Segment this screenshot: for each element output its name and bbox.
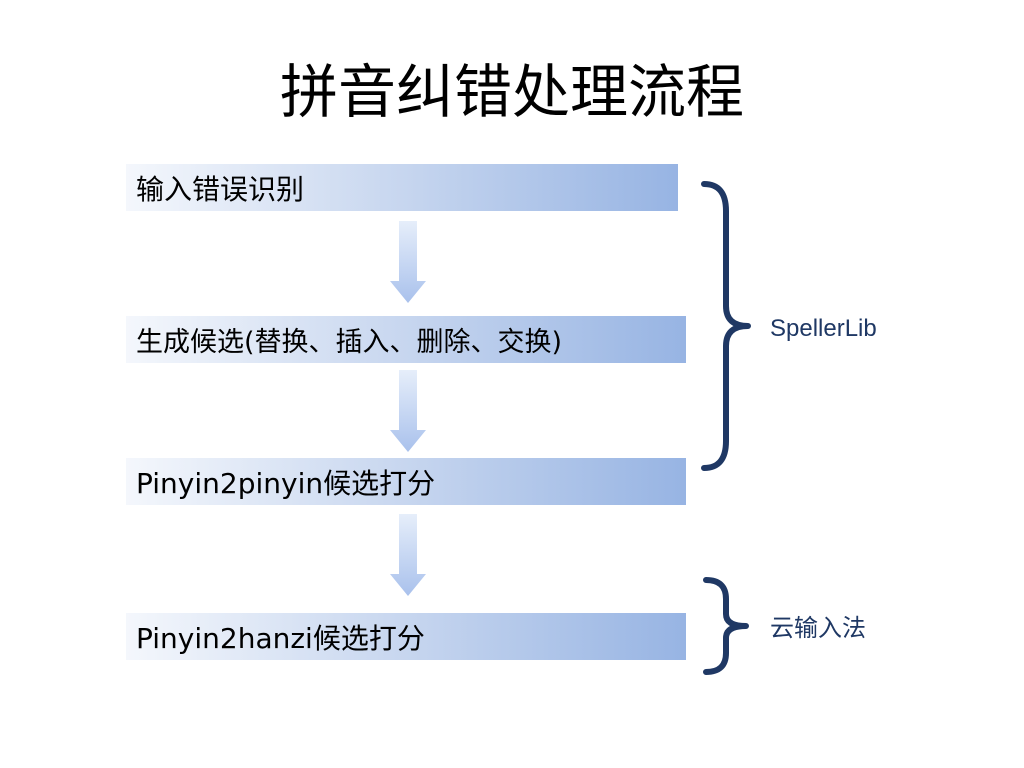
down-arrow-icon [390,221,426,303]
group-label-cloud-ime: 云输入法 [770,615,866,642]
step-pinyin2hanzi-scoring: Pinyin2hanzi候选打分 [126,613,686,660]
group-label-spellerlib: SpellerLib [770,315,877,342]
down-arrow-icon [390,370,426,452]
right-brace-icon [696,574,760,682]
step-pinyin2pinyin-scoring: Pinyin2pinyin候选打分 [126,458,686,505]
right-brace-icon [696,176,760,480]
down-arrow-icon [390,514,426,596]
step-input-error-detection: 输入错误识别 [126,164,678,211]
step-generate-candidates: 生成候选(替换、插入、删除、交换) [126,316,686,363]
page-title: 拼音纠错处理流程 [279,58,744,126]
